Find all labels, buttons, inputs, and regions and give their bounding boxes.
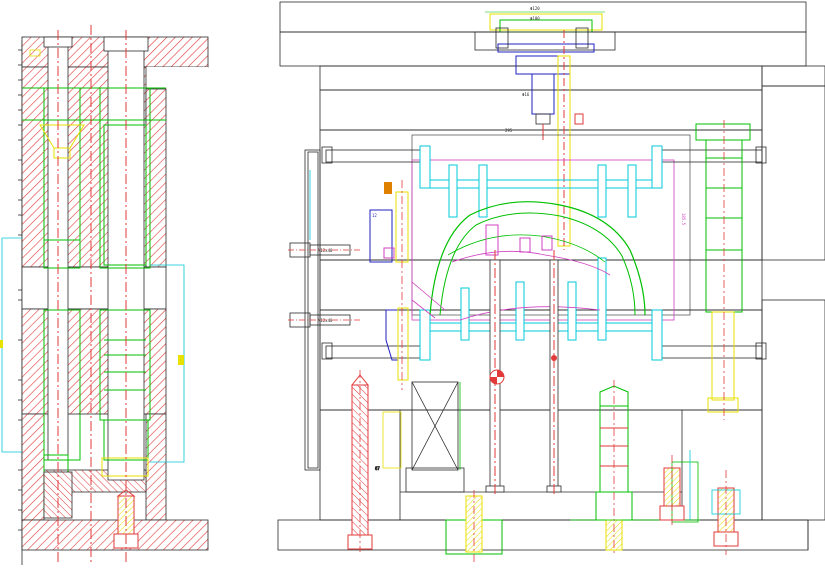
- a-plate-lower: [145, 88, 167, 268]
- right-bottom-screws: [659, 455, 741, 555]
- sprue-bushing: Φ16: [515, 55, 571, 140]
- upper-ejector-pins: [419, 145, 663, 361]
- top-plate-step-cutout: [146, 67, 208, 89]
- left-screws: M12x40 M12x40: [288, 242, 360, 328]
- bottom-knock-out: [445, 490, 503, 565]
- center-lines-left: [57, 25, 127, 565]
- spacer-block: [21, 413, 45, 521]
- dim-inner-width: Φ100: [530, 16, 540, 21]
- cyan-dimension-frame: [1, 237, 185, 463]
- front-section-view: Φ120 Φ100 Φ16 295 185.5: [277, 1, 825, 565]
- dim-outer-width: Φ120: [530, 6, 540, 11]
- green-inserts: [22, 87, 166, 516]
- dim-mold-width: 295: [505, 128, 513, 133]
- left-side-rail: [304, 149, 321, 471]
- dim-sprue: Φ16: [522, 92, 530, 97]
- yellow-tag-top: [29, 49, 41, 57]
- dim-support: 67: [375, 466, 380, 471]
- left-locating-block: 12: [369, 180, 409, 390]
- upper-water-channels: [321, 146, 767, 360]
- right-guide-pillar: [695, 120, 751, 420]
- support-pillar-block: 67: [375, 381, 465, 493]
- yellow-marker-left: [0, 340, 3, 348]
- support-column: [570, 380, 700, 555]
- left-tick-scale: [18, 40, 23, 565]
- runner-channel: [557, 30, 584, 250]
- dim-right-height: 185.5: [681, 213, 686, 226]
- left-bottom-screw: [347, 370, 373, 552]
- screw-label-1: M12x40: [318, 248, 333, 253]
- yellow-sprue-bushing: [39, 124, 149, 477]
- ejector-markers: [489, 355, 557, 385]
- locating-ring: Φ120 Φ100: [474, 6, 616, 53]
- spacer-block-right: [145, 413, 167, 521]
- side-section-view: [0, 25, 209, 565]
- cyan-dims-right-view: [309, 170, 691, 520]
- screw-label-2: M12x40: [318, 318, 333, 323]
- molded-part: [411, 201, 646, 321]
- dim-locate: 12: [372, 213, 377, 218]
